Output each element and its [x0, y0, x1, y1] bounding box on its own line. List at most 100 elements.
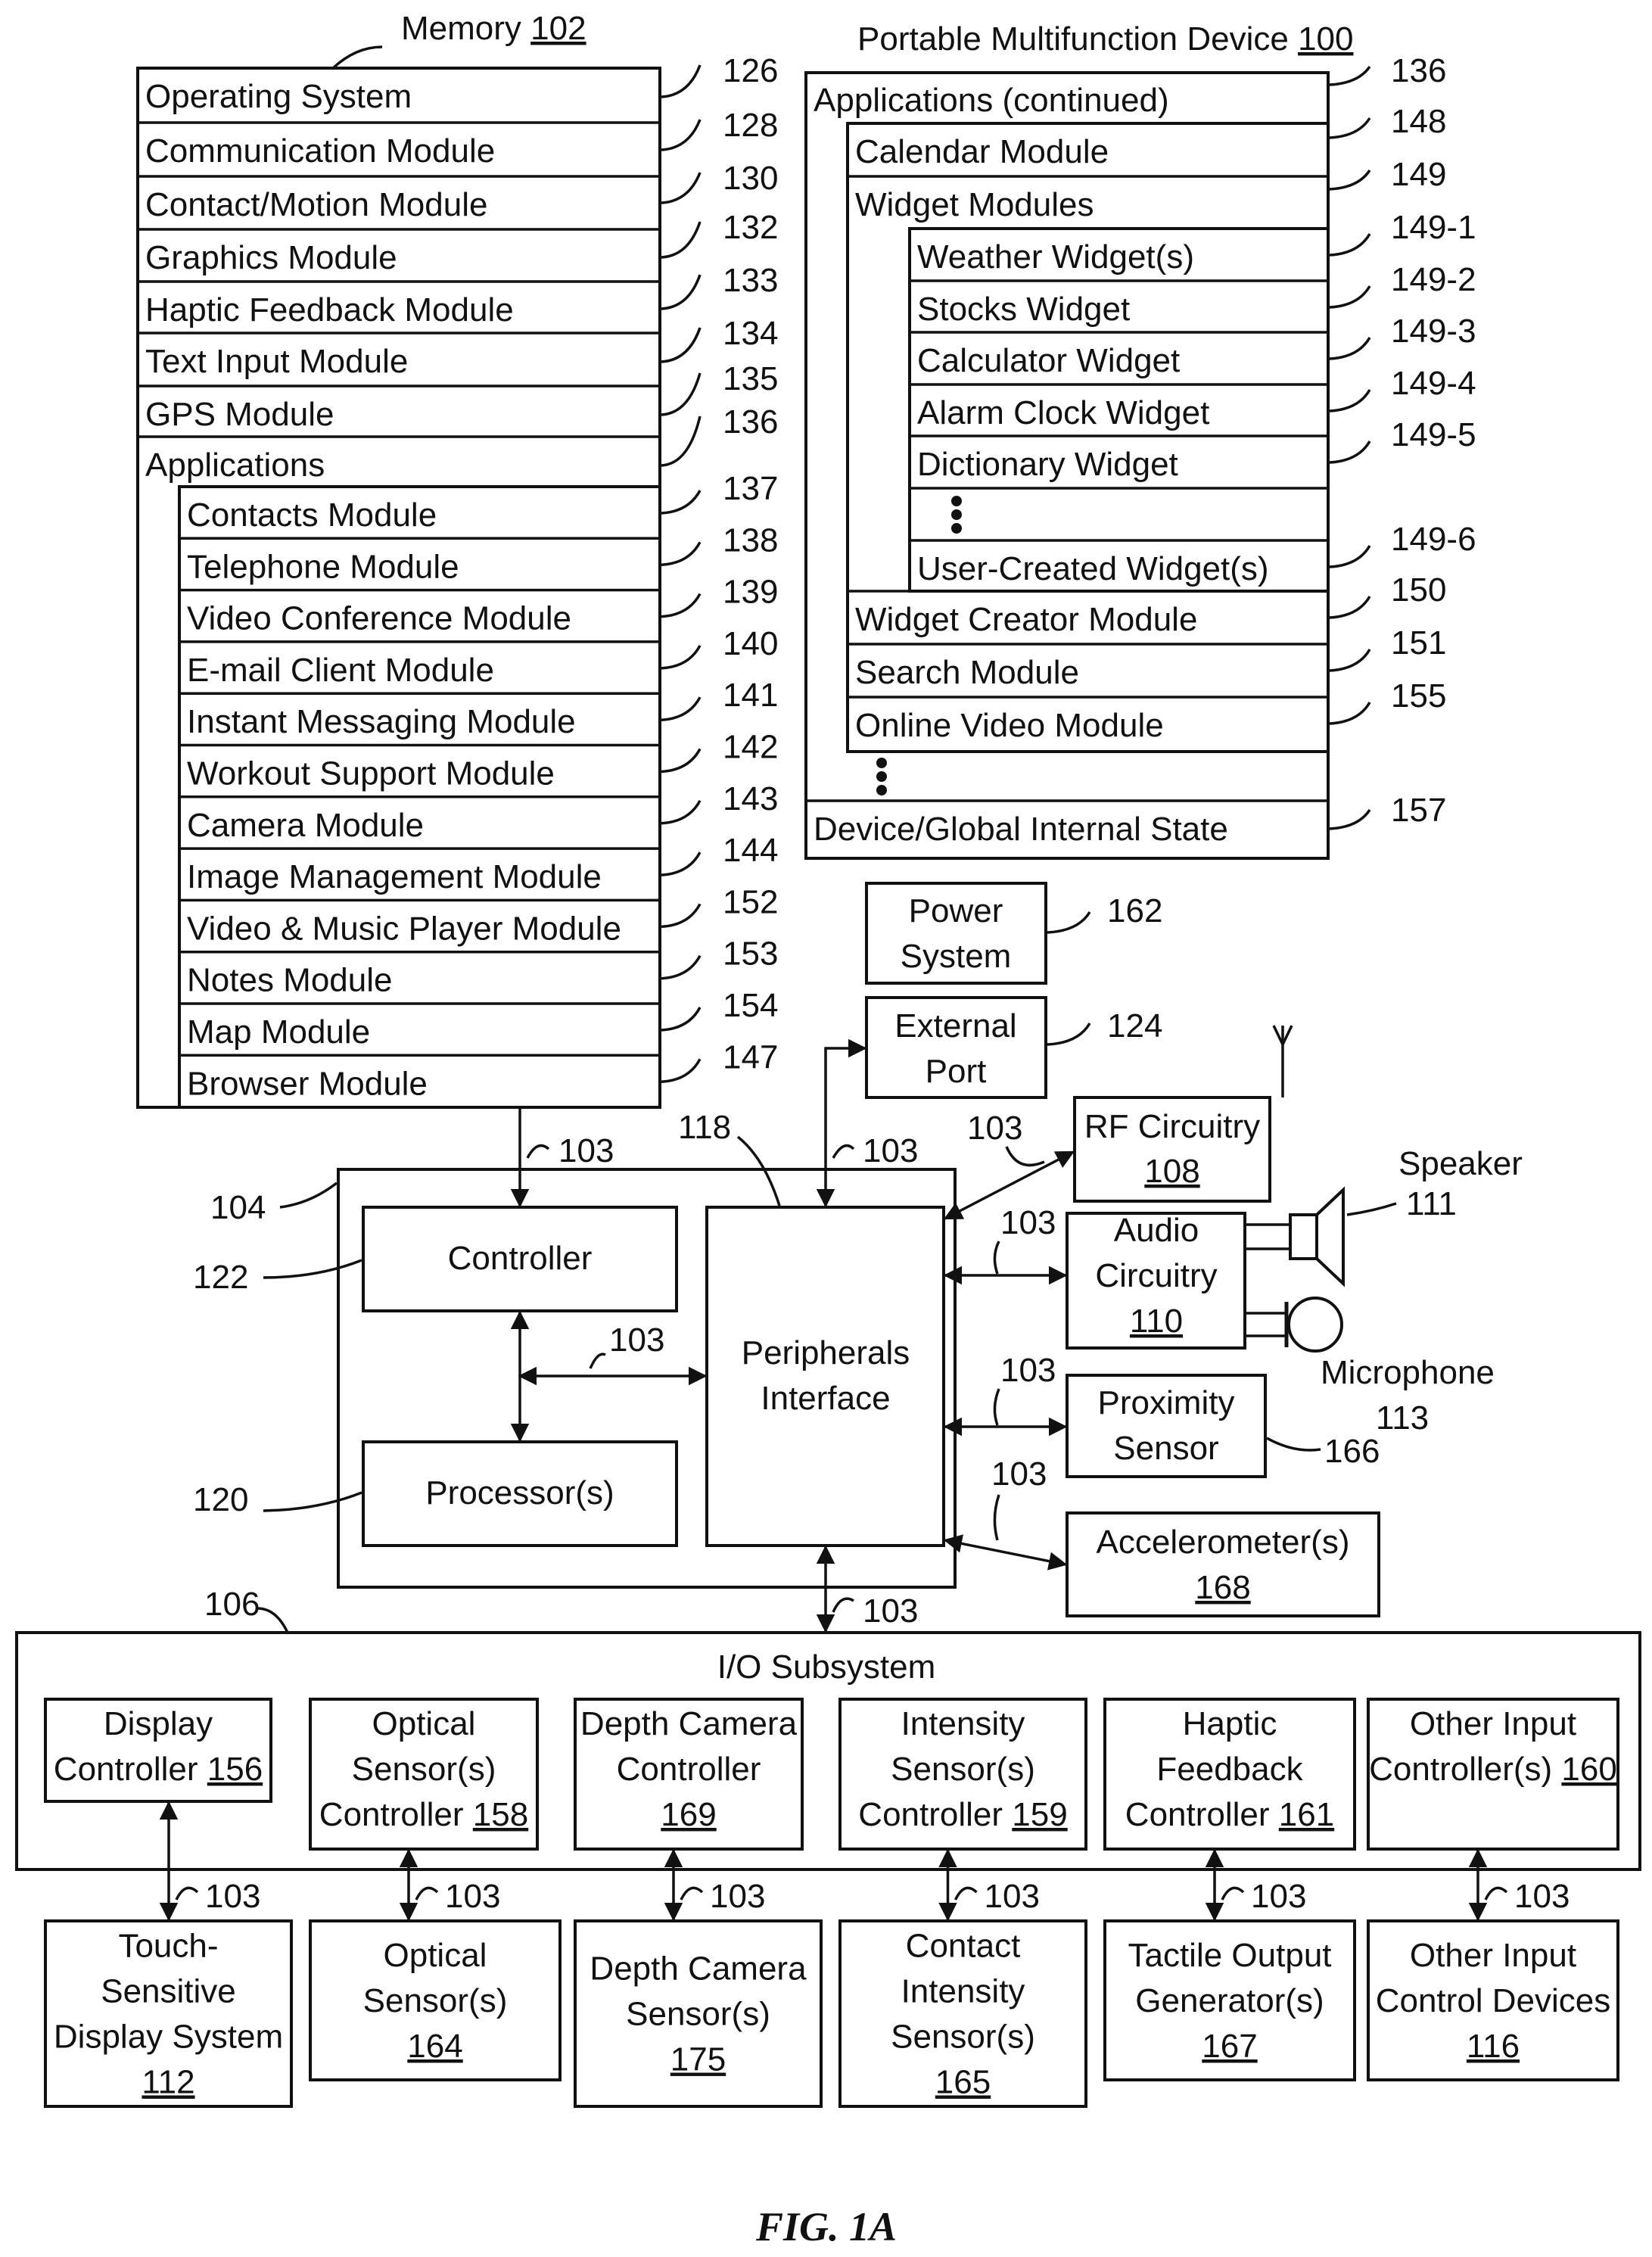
io-device-label: Contact — [906, 1928, 1021, 1965]
memory-app-label: Contacts Module — [187, 497, 437, 534]
memory-app-label: Image Management Module — [187, 858, 602, 895]
memory-row-label: Contact/Motion Module — [145, 186, 487, 223]
device-title: Portable Multifunction Device 100 — [857, 20, 1354, 58]
memory-app-label: Map Module — [187, 1013, 370, 1051]
external-port: External Port 124 — [866, 998, 1162, 1097]
io-device: Other InputControl Devices 116 — [1368, 1921, 1618, 2080]
widget-item-ref: 149-6 — [1391, 521, 1476, 558]
microphone-ref: 113 — [1376, 1399, 1429, 1437]
speaker-ref: 111 — [1406, 1185, 1457, 1222]
microphone-icon — [1245, 1298, 1342, 1351]
memory-app-ref: 138 — [723, 521, 778, 559]
bus-ref-device: 103 — [710, 1878, 765, 1915]
memory-app-label: Browser Module — [187, 1065, 428, 1102]
widget-ellipsis — [951, 496, 962, 534]
bus-ref-io: 103 — [863, 1592, 918, 1630]
bus-ref-accelerometer: 103 — [991, 1455, 1047, 1493]
io-controller-label: Display — [104, 1705, 213, 1742]
device-module-ref: 151 — [1391, 624, 1446, 662]
memory-app-ref: 147 — [723, 1038, 778, 1076]
bus-ref-device: 103 — [1514, 1878, 1570, 1915]
proximity-label-2: Sensor — [1113, 1430, 1218, 1467]
apps-continued-row: Applications (continued) 136 — [814, 52, 1446, 119]
io-controller-label: Sensor(s) — [352, 1751, 496, 1788]
controller-label: Controller — [448, 1240, 593, 1277]
bus-ref-device: 103 — [985, 1878, 1040, 1915]
io-controller-label: Optical — [372, 1705, 476, 1742]
speaker-label: Speaker — [1398, 1145, 1523, 1182]
device-state-row: Device/Global Internal State 157 — [806, 792, 1446, 848]
memory-app-label: E-mail Client Module — [187, 652, 494, 689]
accelerometer-label: Accelerometer(s) — [1097, 1524, 1350, 1561]
widget-item-label: Alarm Clock Widget — [917, 394, 1209, 431]
io-controller-label: Controller — [617, 1751, 761, 1788]
io-device-num: 167 — [1202, 2028, 1257, 2065]
calendar-label: Calendar Module — [855, 133, 1109, 170]
processor: Processor(s) 120 — [193, 1442, 677, 1546]
io-device-label: Sensor(s) — [891, 2019, 1035, 2056]
audio-circuitry: Audio Circuitry 110 — [1067, 1212, 1245, 1348]
bus-ref-device: 103 — [205, 1878, 260, 1915]
speaker-icon — [1245, 1190, 1343, 1284]
io-controller: DisplayController 156 — [45, 1699, 271, 1801]
controller-block-ref: 104 — [210, 1189, 266, 1226]
io-device: Tactile OutputGenerator(s)167 — [1105, 1921, 1355, 2080]
controller-ref: 122 — [193, 1259, 248, 1296]
io-controller-label: Controller 158 — [319, 1796, 528, 1833]
processor-ref: 120 — [193, 1481, 248, 1518]
external-port-label-1: External — [894, 1007, 1016, 1044]
memory-row-ref: 132 — [723, 209, 778, 246]
memory-app-label: Video & Music Player Module — [187, 910, 621, 947]
rf-label: RF Circuitry — [1084, 1108, 1260, 1145]
memory-app-ref: 142 — [723, 729, 778, 766]
peripherals-label-2: Interface — [761, 1380, 890, 1417]
device-state-label: Device/Global Internal State — [814, 811, 1228, 848]
io-device-label: Generator(s) — [1135, 1982, 1324, 2019]
io-device-label: Control Devices — [1376, 1982, 1611, 2019]
memory-block: Memory 102 Operating System126Communicat… — [138, 10, 778, 1107]
memory-app-ref: 143 — [723, 780, 778, 817]
io-controller-label: Controller 159 — [858, 1796, 1067, 1833]
memory-app-label: Notes Module — [187, 962, 392, 999]
audio-label-2: Circuitry — [1095, 1257, 1217, 1294]
memory-row-ref: 135 — [723, 360, 778, 397]
widget-item-ref: 149-1 — [1391, 209, 1476, 246]
antenna-icon — [1274, 1026, 1292, 1097]
io-controller-num: 169 — [661, 1796, 716, 1833]
memory-row-label: Applications — [145, 447, 325, 484]
apps-continued-label: Applications (continued) — [814, 82, 1169, 119]
apps-ellipsis — [876, 758, 887, 795]
rf-num: 108 — [1144, 1153, 1199, 1190]
accelerometer-bus-line — [945, 1540, 1066, 1564]
device-block: Portable Multifunction Device 100 Applic… — [806, 20, 1476, 858]
io-device-num: 116 — [1467, 2028, 1520, 2065]
io-ref: 106 — [204, 1586, 260, 1623]
memory-app-ref: 152 — [723, 883, 778, 920]
io-device-num: 164 — [407, 2028, 462, 2065]
widget-item-ref: 149-4 — [1391, 365, 1476, 402]
io-device-label: Depth Camera — [590, 1950, 807, 1988]
memory-app-label: Instant Messaging Module — [187, 703, 576, 740]
io-controller-label: Other Input — [1410, 1705, 1576, 1742]
io-device-label: Touch- — [118, 1928, 218, 1965]
memory-app-ref: 139 — [723, 574, 778, 611]
io-controller-label: Controller 161 — [1125, 1796, 1334, 1833]
memory-app-label: Video Conference Module — [187, 600, 571, 637]
io-device: Touch-SensitiveDisplay System112 — [45, 1921, 291, 2106]
device-module-label: Online Video Module — [855, 707, 1164, 744]
bus-ref-port: 103 — [863, 1132, 918, 1169]
io-device-label: Other Input — [1410, 1937, 1576, 1974]
memory-row-ref: 130 — [723, 160, 778, 197]
io-controller-label: Sensor(s) — [891, 1751, 1035, 1788]
audio-num: 110 — [1130, 1303, 1183, 1340]
widget-item-label: User-Created Widget(s) — [917, 550, 1269, 587]
memory-app-label: Camera Module — [187, 807, 424, 844]
memory-row-label: Operating System — [145, 78, 412, 115]
widget-item-label: Stocks Widget — [917, 291, 1130, 328]
io-controller-label: Feedback — [1156, 1751, 1303, 1788]
bus-ref-rf: 103 — [967, 1110, 1022, 1147]
device-state-ref: 157 — [1391, 792, 1446, 829]
io-device-label: Sensor(s) — [626, 1996, 770, 2033]
accelerometer: Accelerometer(s) 168 — [1067, 1513, 1379, 1616]
